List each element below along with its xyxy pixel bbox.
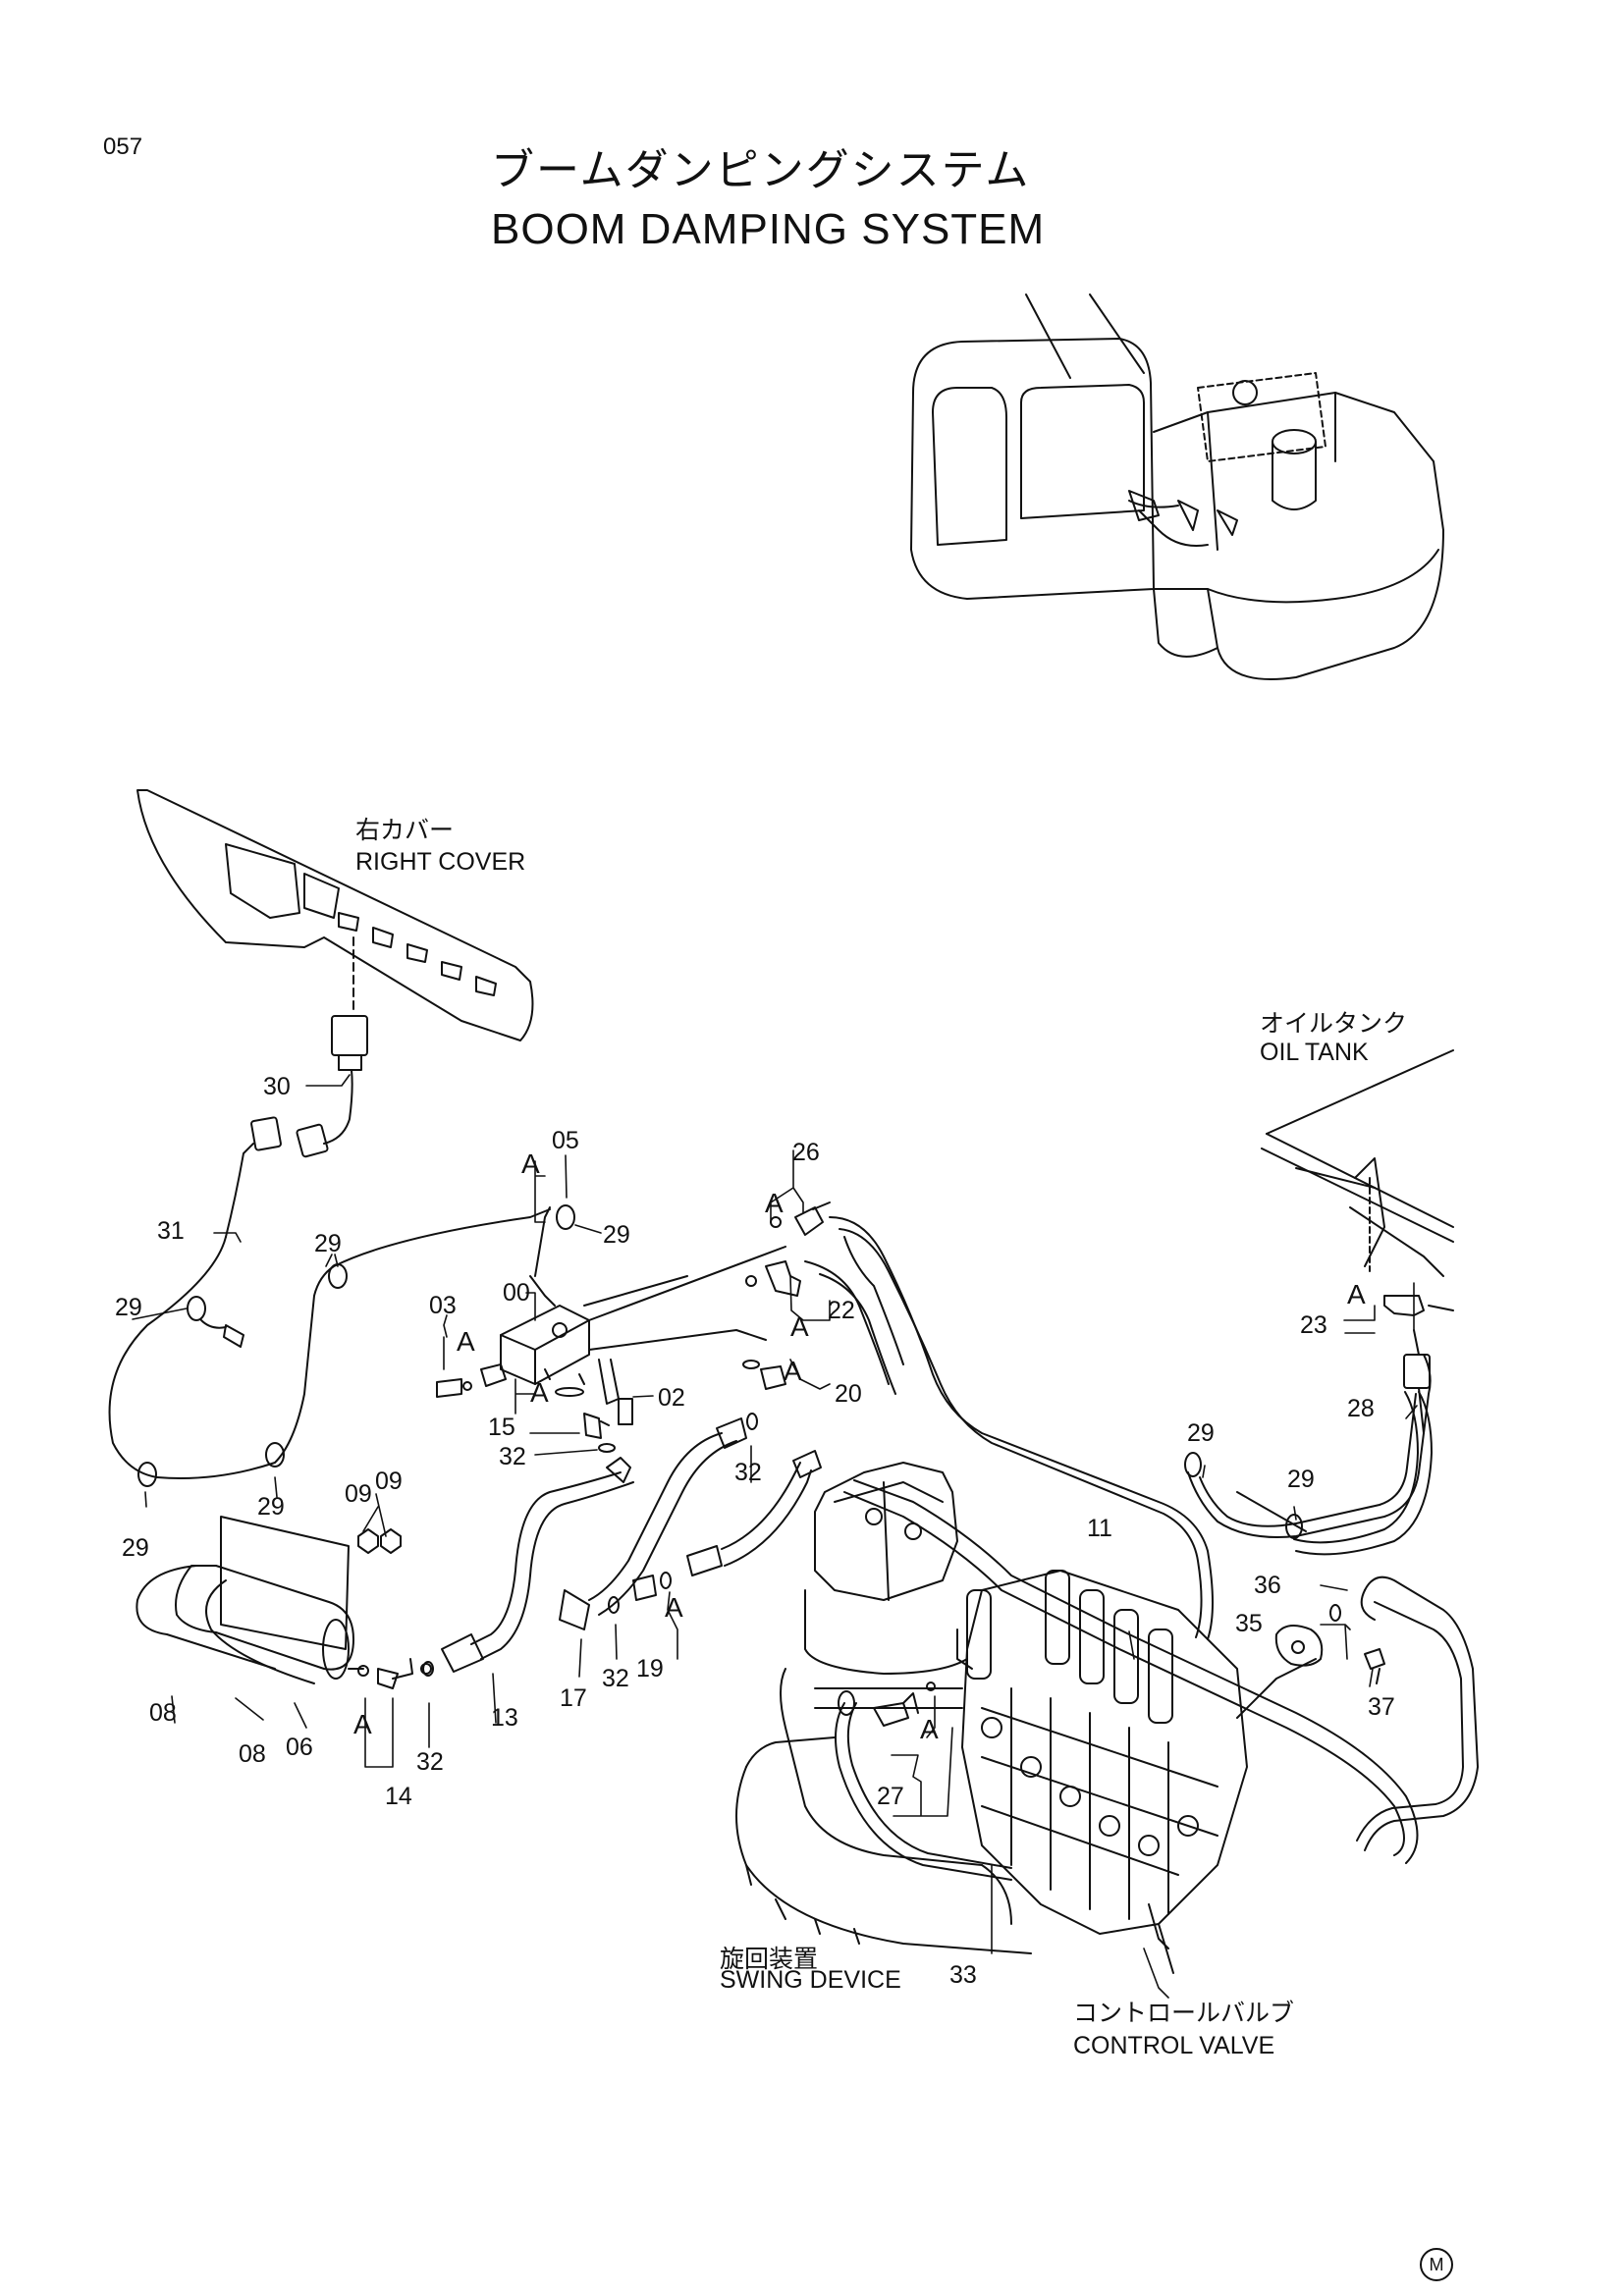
leader-lines (132, 1074, 1418, 1999)
fittings-20-22-26 (742, 1201, 831, 1390)
part-number: 02 (658, 1384, 685, 1412)
detail-reference-a: A (530, 1377, 549, 1408)
part-number: 15 (488, 1414, 515, 1441)
part-number: 32 (499, 1443, 526, 1470)
part-number: 09 (345, 1480, 372, 1508)
part-number: 29 (603, 1221, 630, 1249)
page-title: BOOM DAMPING SYSTEM (491, 205, 1046, 253)
part-number: 28 (1347, 1395, 1375, 1422)
detail-reference-a: A (765, 1188, 784, 1218)
detail-reference-a: A (920, 1714, 939, 1744)
part-number: 36 (1254, 1572, 1281, 1599)
part-number: 05 (552, 1127, 579, 1154)
fitting-19 (632, 1450, 822, 1601)
corner-mark: M (1420, 2248, 1453, 2281)
detail-reference-a: A (457, 1326, 475, 1357)
part-number: 13 (491, 1704, 518, 1732)
part-number: 17 (560, 1684, 587, 1712)
part-number: 27 (877, 1783, 904, 1810)
part-number: 32 (734, 1459, 762, 1486)
part-number: 14 (385, 1783, 412, 1810)
page-number: 057 (103, 133, 143, 160)
part-number: 00 (503, 1279, 530, 1307)
part-number: 03 (429, 1292, 457, 1319)
excavator-overview-drawing (910, 294, 1444, 680)
detail-reference-a: A (1347, 1279, 1366, 1309)
swing-device (735, 1462, 1032, 1954)
part-number: 20 (835, 1380, 862, 1408)
part-number: 06 (286, 1734, 313, 1761)
oil-tank (1261, 1049, 1454, 1434)
oil-tank-label-jp: オイルタンク (1260, 1009, 1408, 1038)
part-number: 23 (1300, 1311, 1327, 1339)
detail-reference-a: A (784, 1356, 802, 1386)
part-number: 29 (257, 1493, 285, 1521)
part-number: 26 (792, 1139, 820, 1166)
pilot-hoses (804, 1216, 1432, 1640)
return-fittings (1236, 1575, 1479, 1851)
part-number: 09 (375, 1468, 403, 1495)
detail-reference-a: A (521, 1148, 540, 1179)
part-number: 30 (263, 1073, 291, 1100)
right-cover-label-jp: 右カバー (355, 816, 455, 844)
hose-28 (843, 1391, 1433, 1864)
page-title-japanese: ブームダンピングシステム (491, 145, 1031, 195)
part-number: 11 (1087, 1515, 1112, 1542)
part-number: 31 (157, 1217, 185, 1245)
part-number: 33 (949, 1961, 977, 1989)
swing-device-label-jp: 旋回装置 (720, 1945, 819, 1973)
right-cover-panel (136, 789, 534, 1041)
part-number: 29 (1287, 1466, 1315, 1493)
hose-17 (559, 1413, 758, 1630)
hose-33 (835, 1682, 1012, 1881)
part-number: 08 (149, 1699, 177, 1727)
right-cover-label: RIGHT COVER (355, 848, 526, 876)
part-number: 29 (314, 1230, 342, 1257)
part-number: 22 (828, 1297, 855, 1324)
accumulator-group (135, 1516, 432, 1689)
part-number: 32 (602, 1665, 629, 1692)
control-valve-label-jp: コントロールバルブ (1073, 1999, 1295, 2027)
part-number: 29 (122, 1534, 149, 1562)
part-number: 08 (239, 1740, 266, 1768)
oil-tank-label: OIL TANK (1260, 1039, 1369, 1066)
detail-reference-a: A (790, 1311, 809, 1342)
part-number: 37 (1368, 1693, 1395, 1721)
part-number: 19 (636, 1655, 664, 1682)
valve-block (436, 1206, 786, 1425)
hose-13 (422, 1471, 634, 1677)
control-valve (956, 1570, 1248, 1974)
detail-reference-a: A (353, 1709, 372, 1739)
part-number: 32 (416, 1748, 444, 1776)
swing-device-label: SWING DEVICE (720, 1966, 901, 1994)
detail-reference-a: A (665, 1592, 683, 1623)
fitting-15 (583, 1413, 631, 1483)
part-number: 29 (1187, 1419, 1215, 1447)
control-valve-label: CONTROL VALVE (1073, 2032, 1275, 2059)
part-number: 29 (115, 1294, 142, 1321)
part-number: 35 (1235, 1610, 1263, 1637)
